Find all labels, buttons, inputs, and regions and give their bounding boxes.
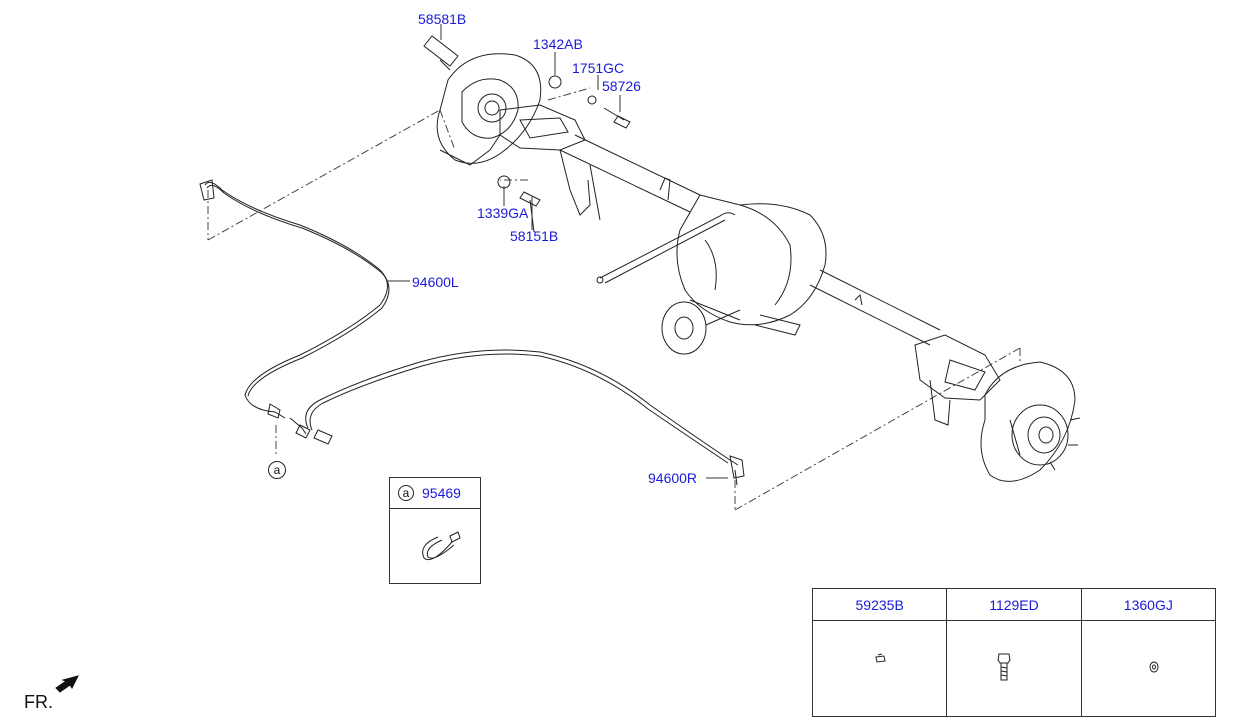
left-knuckle (489, 104, 586, 151)
part-label-94600R[interactable]: 94600R (648, 470, 698, 486)
part-label-58151B[interactable]: 58151B (510, 228, 559, 244)
parts-table-header-row: 59235B 1129ED 1360GJ (811, 588, 1217, 621)
assembly-guide-lines (207, 87, 1021, 511)
part-cell-1360GJ (1080, 620, 1217, 717)
callout-letter: a (398, 485, 414, 501)
part-label-58726[interactable]: 58726 (602, 78, 641, 94)
part-cell-1129ED (946, 620, 1082, 717)
part-label-58581B[interactable]: 58581B (418, 11, 467, 27)
parts-table: 59235B 1129ED 1360GJ (811, 588, 1217, 717)
part-label-1342AB[interactable]: 1342AB (533, 36, 583, 52)
part-label-95469[interactable]: 95469 (422, 485, 461, 501)
vent-tube (596, 212, 736, 284)
fasteners (497, 75, 631, 233)
sensor-cable-left (199, 179, 390, 445)
front-direction-label: FR. (24, 692, 53, 712)
axle-tube-right (809, 269, 941, 346)
part-label-94600L[interactable]: 94600L (412, 274, 459, 290)
callout-header: a 95469 (390, 478, 480, 509)
part-header-1129ED[interactable]: 1129ED (946, 588, 1082, 621)
parts-table-image-row (811, 620, 1217, 717)
right-wheel-hub (980, 361, 1081, 482)
differential-housing (661, 194, 827, 355)
reference-marker-a: a (268, 461, 286, 479)
part-header-59235B[interactable]: 59235B (811, 588, 948, 621)
callout-box-95469: a 95469 (389, 477, 481, 584)
right-knuckle (914, 334, 1001, 426)
stud-58581B (423, 35, 459, 67)
cable-clip-icon (422, 531, 461, 561)
part-cell-59235B (811, 620, 948, 717)
left-wheel-hub (436, 53, 542, 166)
front-direction-arrow-icon (55, 675, 79, 693)
part-label-1339GA[interactable]: 1339GA (477, 205, 529, 221)
part-header-1360GJ[interactable]: 1360GJ (1080, 588, 1217, 621)
part-label-1751GC[interactable]: 1751GC (572, 60, 625, 76)
sensor-cable-right (305, 349, 745, 486)
axle-tube-left (559, 134, 701, 221)
